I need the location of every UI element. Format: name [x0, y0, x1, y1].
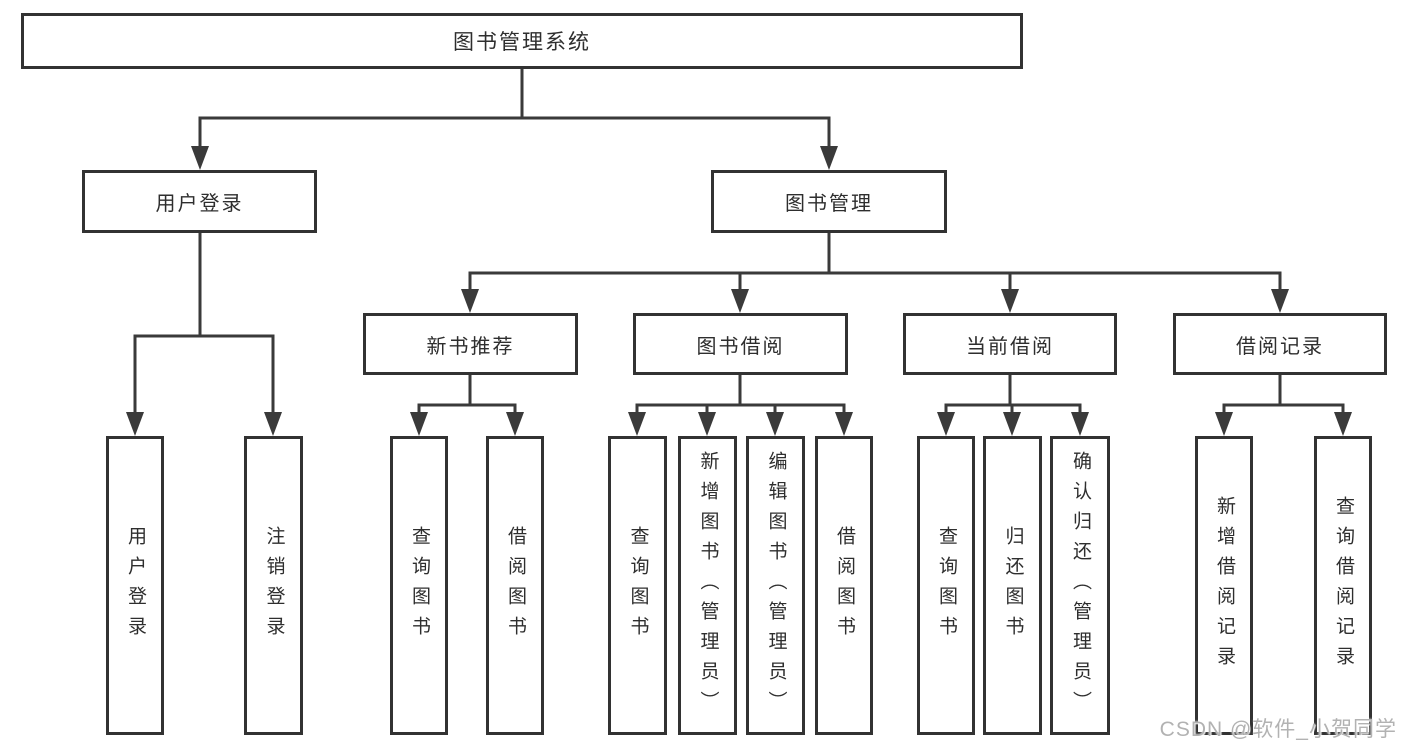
arrowhead-down-icon-3 [264, 412, 282, 436]
node-label: 图书管理系统 [453, 31, 591, 54]
leaf-label: 查询图书 [627, 525, 649, 646]
leaf-edit-book-admin: 编辑图书（管理员） [746, 436, 805, 735]
leaf-query-borrow-record: 查询借阅记录 [1314, 436, 1372, 735]
arrowhead-down-icon-4 [461, 289, 479, 313]
leaf-label: 查询图书 [935, 525, 957, 646]
leaf-label: 借阅图书 [833, 525, 855, 646]
arrowhead-down-icon-5 [731, 289, 749, 313]
arrowhead-down-icon-7 [1271, 289, 1289, 313]
node-label: 借阅记录 [1236, 335, 1324, 358]
arrowhead-down-icon-8 [410, 412, 428, 436]
arrowhead-down-icon-2 [126, 412, 144, 436]
leaf-label: 查询借阅记录 [1332, 495, 1354, 676]
node-current-borrowing: 当前借阅 [903, 313, 1117, 375]
node-library-management-system: 图书管理系统 [21, 13, 1023, 69]
leaf-query-books-borrowing: 查询图书 [608, 436, 667, 735]
leaf-query-books-recommend: 查询图书 [390, 436, 448, 735]
node-label: 图书管理 [785, 193, 873, 215]
arrowhead-down-icon-17 [1215, 412, 1233, 436]
leaf-label: 新增图书（管理员） [697, 450, 719, 721]
leaf-label: 借阅图书 [504, 525, 526, 646]
leaf-user-login: 用户登录 [106, 436, 164, 735]
leaf-logout: 注销登录 [244, 436, 303, 735]
leaf-label: 归还图书 [1002, 525, 1024, 646]
arrowhead-down-icon-9 [506, 412, 524, 436]
node-book-borrowing: 图书借阅 [633, 313, 848, 375]
leaf-borrow-books-recommend: 借阅图书 [486, 436, 544, 735]
leaf-label: 编辑图书（管理员） [765, 450, 787, 721]
node-new-book-recommendation: 新书推荐 [363, 313, 578, 375]
arrowhead-down-icon-12 [766, 412, 784, 436]
node-label: 新书推荐 [426, 335, 515, 358]
node-book-management: 图书管理 [711, 170, 947, 233]
leaf-return-book: 归还图书 [983, 436, 1042, 735]
node-label: 图书借阅 [696, 335, 785, 358]
arrowhead-down-icon-13 [835, 412, 853, 436]
leaf-add-book-admin: 新增图书（管理员） [678, 436, 737, 735]
arrowhead-down-icon-14 [937, 412, 955, 436]
node-label: 当前借阅 [966, 335, 1054, 358]
arrowhead-down-icon-10 [628, 412, 646, 436]
leaf-label: 用户登录 [124, 525, 146, 646]
leaf-add-borrow-record: 新增借阅记录 [1195, 436, 1253, 735]
leaf-label: 确认归还（管理员） [1069, 450, 1091, 721]
leaf-confirm-return-admin: 确认归还（管理员） [1050, 436, 1110, 735]
arrowhead-down-icon-0 [191, 146, 209, 170]
arrowhead-down-icon-18 [1334, 412, 1352, 436]
arrowhead-down-icon-11 [698, 412, 716, 436]
leaf-borrow-books: 借阅图书 [815, 436, 873, 735]
node-label: 用户登录 [155, 193, 244, 215]
node-borrowing-records: 借阅记录 [1173, 313, 1387, 375]
csdn-watermark: CSDN @软件_小贺同学 [1159, 718, 1397, 741]
node-user-login: 用户登录 [82, 170, 317, 233]
arrowhead-down-icon-16 [1071, 412, 1089, 436]
arrowhead-down-icon-1 [820, 146, 838, 170]
leaf-label: 新增借阅记录 [1213, 495, 1235, 676]
leaf-label: 注销登录 [263, 525, 285, 646]
arrowhead-down-icon-6 [1001, 289, 1019, 313]
leaf-label: 查询图书 [408, 525, 430, 646]
leaf-query-books-current: 查询图书 [917, 436, 975, 735]
arrowhead-down-icon-15 [1003, 412, 1021, 436]
